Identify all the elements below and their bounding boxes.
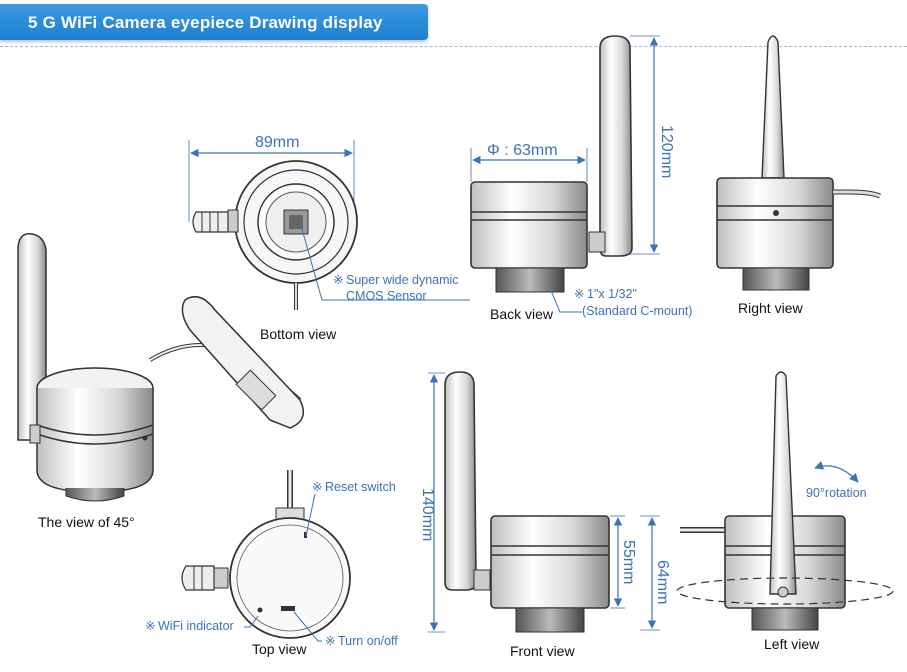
back-view-camera: [470, 35, 660, 313]
note-mount-line1: 1"x 1/32": [587, 287, 637, 301]
label-top-view: Top view: [252, 641, 307, 657]
left-view-camera: [676, 371, 894, 631]
label-back-view: Back view: [490, 306, 554, 322]
note-mount-line2: (Standard C-mount): [582, 304, 692, 318]
note-rotation: 90°rotation: [806, 486, 867, 500]
note-wifi-indicator: WiFi indicator: [158, 619, 234, 633]
dim-55mm: 55mm: [620, 540, 637, 584]
right-view-camera: [716, 35, 881, 291]
dim-120mm: 120mm: [658, 125, 675, 178]
top-view-camera: [181, 470, 351, 642]
note-mark-mount: ※: [574, 287, 584, 301]
note-mark-reset: ※: [312, 480, 322, 494]
view-45-camera: [17, 233, 305, 502]
label-right-view: Right view: [738, 300, 803, 316]
note-mark-wifi: ※: [145, 619, 155, 633]
dim-140mm: 140mm: [419, 488, 436, 541]
note-sensor-line2: CMOS Sensor: [346, 289, 427, 303]
label-left-view: Left view: [764, 636, 820, 652]
bottom-view-camera: [188, 140, 470, 310]
label-bottom-view: Bottom view: [260, 326, 337, 342]
note-turn-on-off: Turn on/off: [338, 634, 398, 648]
title-banner: 5 G WiFi Camera eyepiece Drawing display: [0, 4, 428, 40]
note-mark-sensor: ※: [333, 273, 343, 287]
label-front-view: Front view: [510, 643, 575, 659]
note-mark-power: ※: [325, 634, 335, 648]
dim-89mm: 89mm: [255, 134, 299, 151]
page-title: 5 G WiFi Camera eyepiece Drawing display: [28, 13, 383, 32]
front-view-camera: [428, 371, 660, 633]
dim-diameter: Φ : 63mm: [487, 142, 558, 159]
note-sensor-line1: Super wide dynamic: [346, 273, 459, 287]
label-view-45: The view of 45°: [38, 514, 135, 530]
header-divider: [0, 46, 907, 47]
note-reset-switch: Reset switch: [325, 480, 396, 494]
dim-64mm: 64mm: [654, 560, 671, 604]
